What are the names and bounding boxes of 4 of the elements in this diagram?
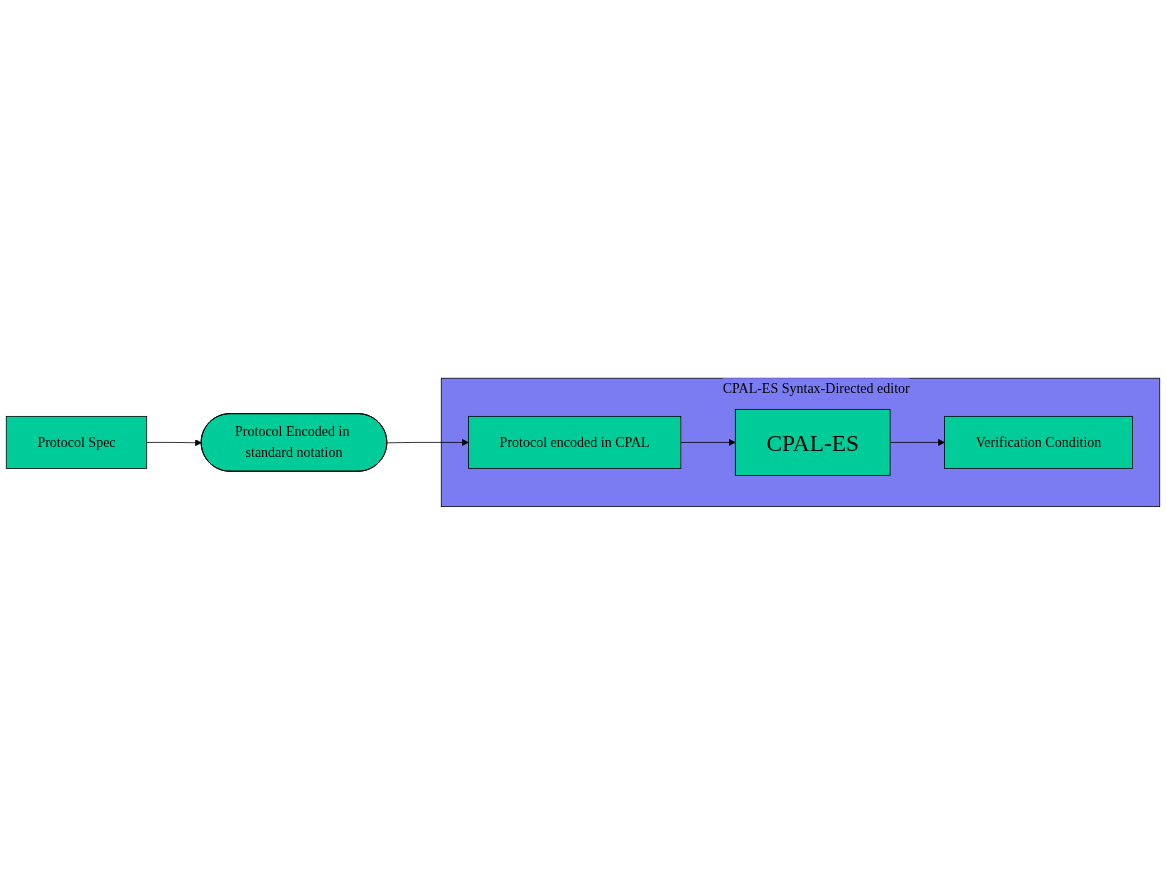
node-box: Verification Condition (944, 415, 1133, 469)
node-box: Protocol encoded in CPAL (468, 415, 682, 469)
node-box: Protocol Spec (5, 415, 148, 469)
node-box: CPAL-ES (734, 408, 891, 476)
